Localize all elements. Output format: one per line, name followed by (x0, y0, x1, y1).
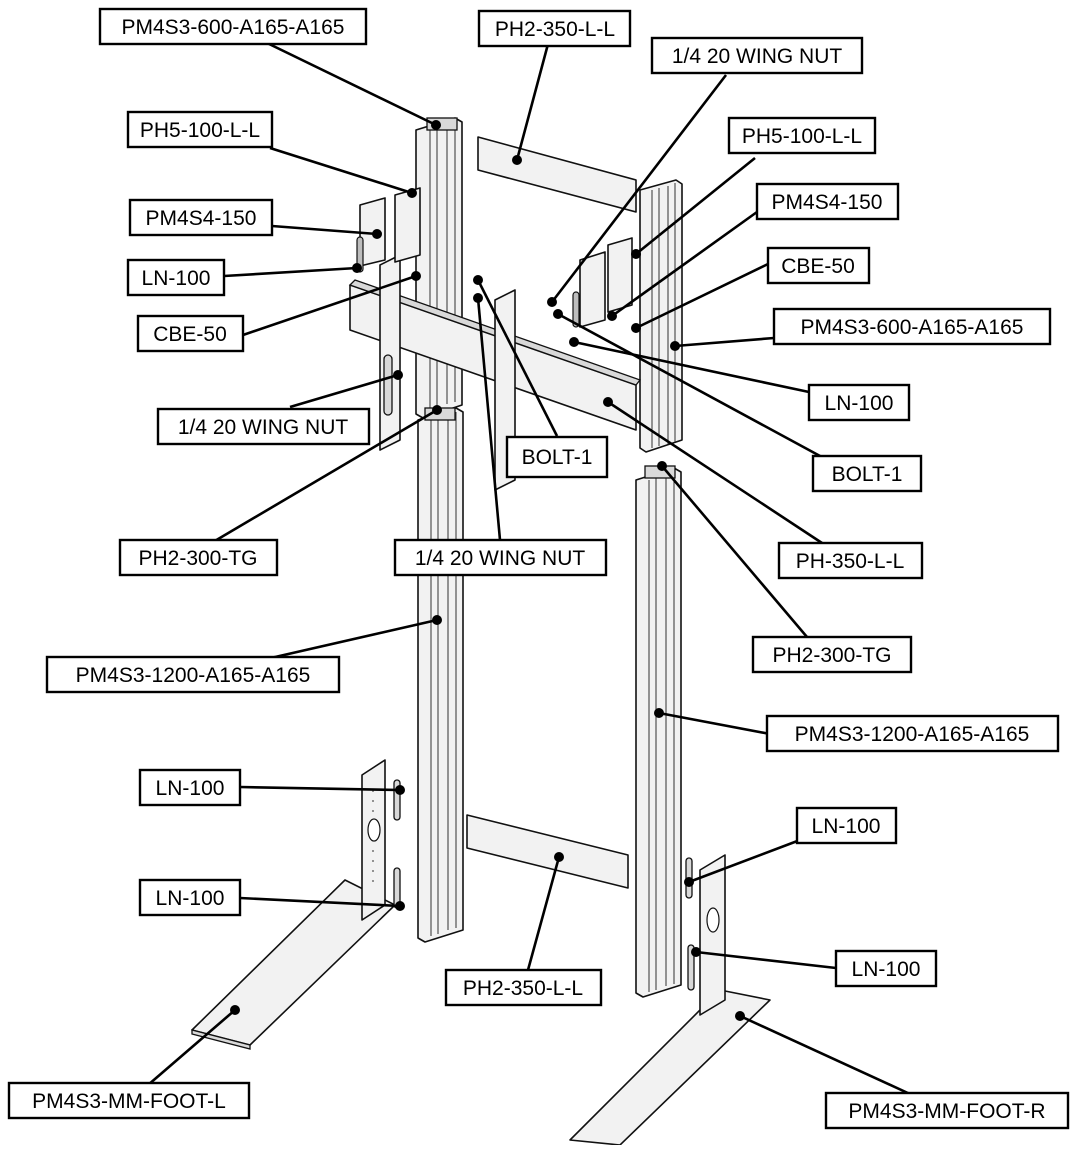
callout-label: PM4S4-150 (146, 207, 257, 230)
left-lower-profile (417, 407, 464, 943)
callout-label: CBE-50 (781, 255, 855, 278)
callout: LN-100 (834, 949, 938, 988)
callout: LN-100 (138, 878, 242, 917)
callout-label: PM4S3-1200-A165-A165 (795, 723, 1030, 746)
callout: 1/4 20 WING NUT (650, 36, 864, 75)
callout: PM4S3-600-A165-A165 (772, 307, 1052, 346)
callout-label: PH2-300-TG (772, 644, 891, 667)
callout: CBE-50 (136, 314, 245, 353)
callout-label: BOLT-1 (522, 446, 593, 469)
callout-label: 1/4 20 WING NUT (178, 416, 349, 439)
callout-label: 1/4 20 WING NUT (672, 45, 843, 68)
callout: PM4S3-600-A165-A165 (98, 7, 368, 46)
leaders (147, 40, 911, 1096)
callout-label: LN-100 (852, 958, 921, 981)
callout: BOLT-1 (811, 454, 923, 493)
callout: PH2-350-L-L (444, 968, 603, 1007)
callout-label: 1/4 20 WING NUT (415, 547, 586, 570)
callout-label: PM4S3-600-A165-A165 (122, 16, 345, 39)
callout-label: LN-100 (142, 267, 211, 290)
callout: 1/4 20 WING NUT (156, 407, 371, 446)
callout: PH2-350-L-L (477, 9, 632, 48)
callout: PH5-100-L-L (727, 116, 877, 155)
top-panel (477, 136, 637, 213)
callout: PM4S3-1200-A165-A165 (45, 655, 341, 694)
callout: LN-100 (126, 258, 226, 297)
callout: PM4S3-1200-A165-A165 (765, 714, 1060, 753)
callout-label: LN-100 (825, 392, 894, 415)
callout: PM4S3-MM-FOOT-R (824, 1091, 1070, 1130)
callout: PM4S3-MM-FOOT-L (7, 1081, 251, 1120)
callout-label: LN-100 (812, 815, 881, 838)
left-plate (379, 254, 401, 451)
callout-label: PM4S4-150 (772, 191, 883, 214)
callout: LN-100 (138, 768, 242, 807)
callout-label: LN-100 (156, 887, 225, 910)
callout-label: PH2-350-L-L (463, 977, 583, 1000)
callout-label: PM4S3-MM-FOOT-R (848, 1100, 1045, 1123)
callout: PH5-100-L-L (126, 110, 274, 149)
callout: PH2-300-TG (118, 538, 279, 577)
callout: PH-350-L-L (777, 541, 924, 580)
callout-label: PH5-100-L-L (140, 119, 260, 142)
callout-label: PH-350-L-L (796, 550, 905, 573)
callout-label: PH2-300-TG (138, 547, 257, 570)
bottom-panel (466, 814, 629, 889)
callout-label: PH5-100-L-L (742, 125, 862, 148)
left-pm4s4 (356, 187, 421, 273)
right-pm4s4 (572, 237, 633, 328)
callout: 1/4 20 WING NUT (393, 538, 608, 577)
foot-bracket-left (361, 759, 401, 921)
callout-label: CBE-50 (153, 323, 227, 346)
callout-label: PM4S3-1200-A165-A165 (76, 664, 311, 687)
callout: BOLT-1 (505, 435, 609, 479)
callout: CBE-50 (766, 246, 871, 285)
callout-label: LN-100 (156, 777, 225, 800)
left-upper-profile (415, 117, 463, 419)
callout: LN-100 (795, 806, 898, 845)
callout: PH2-300-TG (751, 635, 913, 674)
callout-label: PM4S3-MM-FOOT-L (32, 1090, 226, 1113)
foot-bracket-right (685, 854, 726, 1016)
callout-label: PM4S3-600-A165-A165 (801, 316, 1024, 339)
callout: PM4S4-150 (128, 198, 274, 237)
callout-label: PH2-350-L-L (495, 18, 615, 41)
right-lower-profile (635, 465, 682, 998)
callout: PM4S4-150 (755, 182, 900, 221)
callout: LN-100 (807, 383, 911, 422)
callout-label: BOLT-1 (832, 463, 903, 486)
